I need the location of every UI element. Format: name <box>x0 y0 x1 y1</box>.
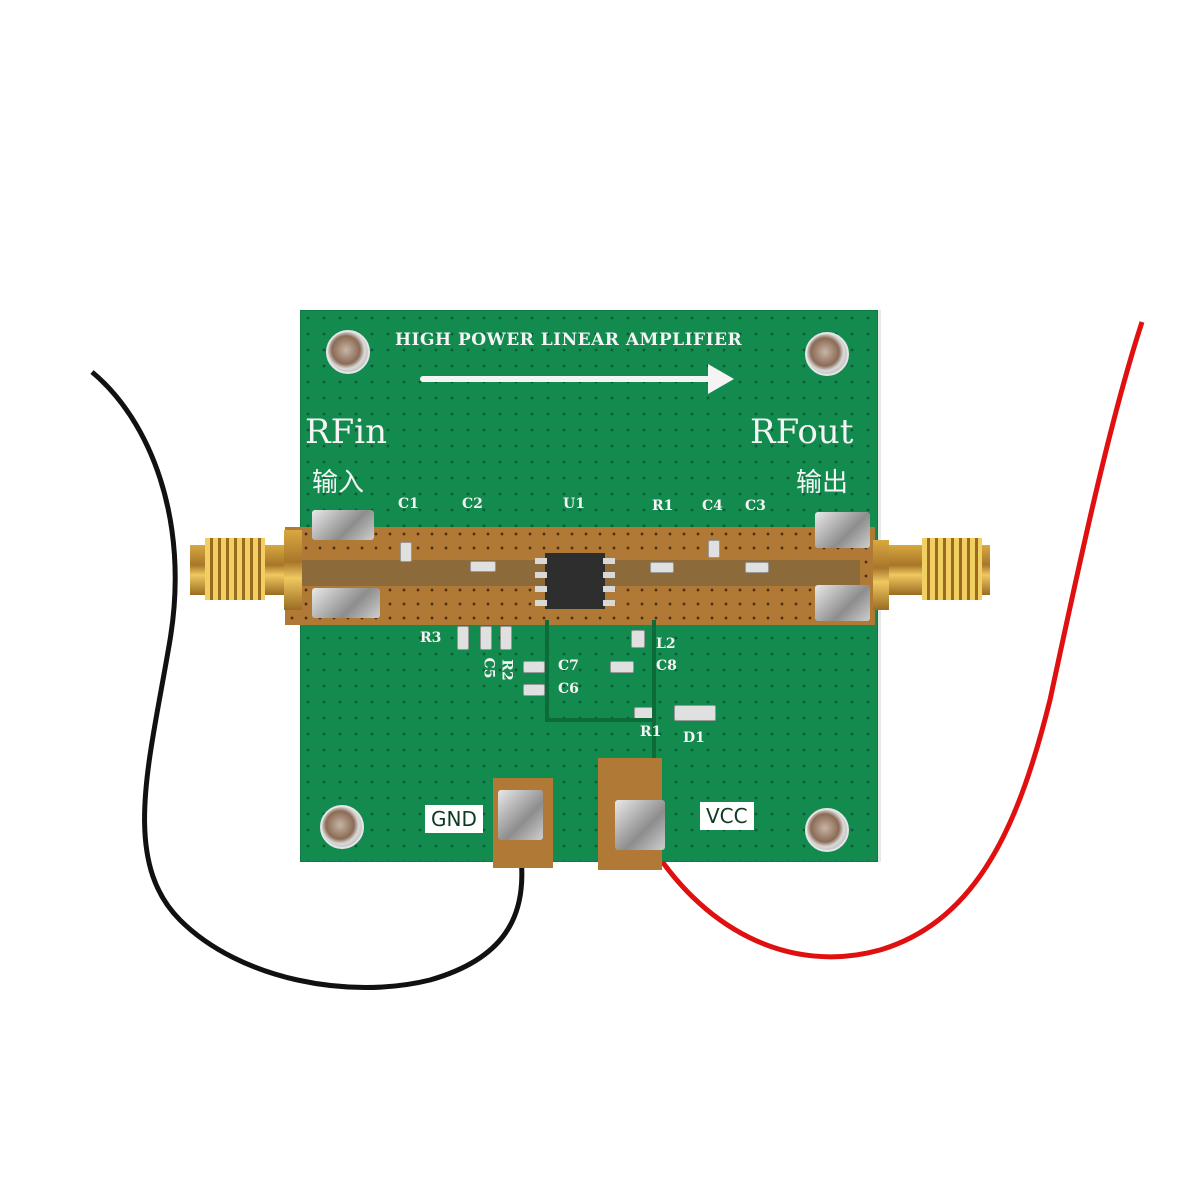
ref-c1: C1 <box>398 496 419 512</box>
ref-r1-bottom: R1 <box>640 724 662 740</box>
rf-output-label-cn: 输出 <box>796 468 849 498</box>
ref-c5: C5 <box>480 657 497 679</box>
ref-c8: C8 <box>656 658 677 674</box>
ref-r3: R3 <box>420 630 442 646</box>
gnd-solder-joint <box>498 790 543 840</box>
solder-pad <box>312 510 374 540</box>
ref-r2: R2 <box>498 659 515 681</box>
ref-c2: C2 <box>462 496 483 512</box>
mounting-screw-top-right <box>805 332 849 376</box>
ic-pin <box>535 558 547 564</box>
gnd-label: GND <box>425 805 483 833</box>
sma-input-thread <box>205 538 265 600</box>
resistor-r2 <box>480 626 492 650</box>
sma-output-flange <box>873 540 889 610</box>
capacitor-c4 <box>708 540 720 558</box>
resistor-r3 <box>457 626 469 650</box>
vcc-solder-joint <box>615 800 665 850</box>
sma-input-flange <box>284 530 302 610</box>
capacitor-c1 <box>400 542 412 562</box>
board-title: HIGH POWER LINEAR AMPLIFIER <box>395 330 743 350</box>
arrow-right-icon <box>708 364 734 394</box>
capacitor-c8 <box>610 661 634 673</box>
ic-pin <box>535 586 547 592</box>
solder-pad <box>815 512 870 548</box>
ref-u1: U1 <box>563 496 585 512</box>
mounting-screw-bottom-left <box>320 805 364 849</box>
inductor-l2 <box>631 630 645 648</box>
power-wire <box>642 321 1145 960</box>
rf-input-label-cn: 输入 <box>312 468 365 498</box>
pcb-trace <box>545 718 655 722</box>
capacitor-c3 <box>745 562 769 573</box>
solder-pad <box>312 588 380 618</box>
ref-c6: C6 <box>558 681 579 697</box>
sma-output-thread <box>922 538 982 600</box>
signal-direction-arrow <box>420 376 725 382</box>
ic-pin <box>603 558 615 564</box>
ref-l2: L2 <box>656 636 676 652</box>
pcb-trace <box>652 620 656 760</box>
ic-pin <box>603 586 615 592</box>
capacitor-c7 <box>523 661 545 673</box>
ref-r1-top: R1 <box>652 498 674 514</box>
solder-pad <box>815 585 870 621</box>
capacitor-c2 <box>470 561 496 572</box>
mounting-screw-bottom-right <box>805 808 849 852</box>
ic-pin <box>603 600 615 606</box>
ic-pin <box>535 572 547 578</box>
amplifier-ic <box>545 553 605 609</box>
ref-c3: C3 <box>745 498 766 514</box>
pcb-trace <box>545 620 549 720</box>
rf-input-label: RFin <box>305 412 387 452</box>
rf-output-label: RFout <box>750 412 854 452</box>
ic-pin <box>603 572 615 578</box>
ref-c4: C4 <box>702 498 723 514</box>
led-d1 <box>674 705 716 721</box>
ref-c7: C7 <box>558 658 579 674</box>
capacitor-c6 <box>523 684 545 696</box>
ref-d1: D1 <box>683 730 705 746</box>
mounting-screw-top-left <box>326 330 370 374</box>
capacitor-c5 <box>500 626 512 650</box>
ground-wire <box>90 370 525 990</box>
vcc-label: VCC <box>700 802 754 830</box>
ic-pin <box>535 600 547 606</box>
resistor-r1 <box>650 562 674 573</box>
